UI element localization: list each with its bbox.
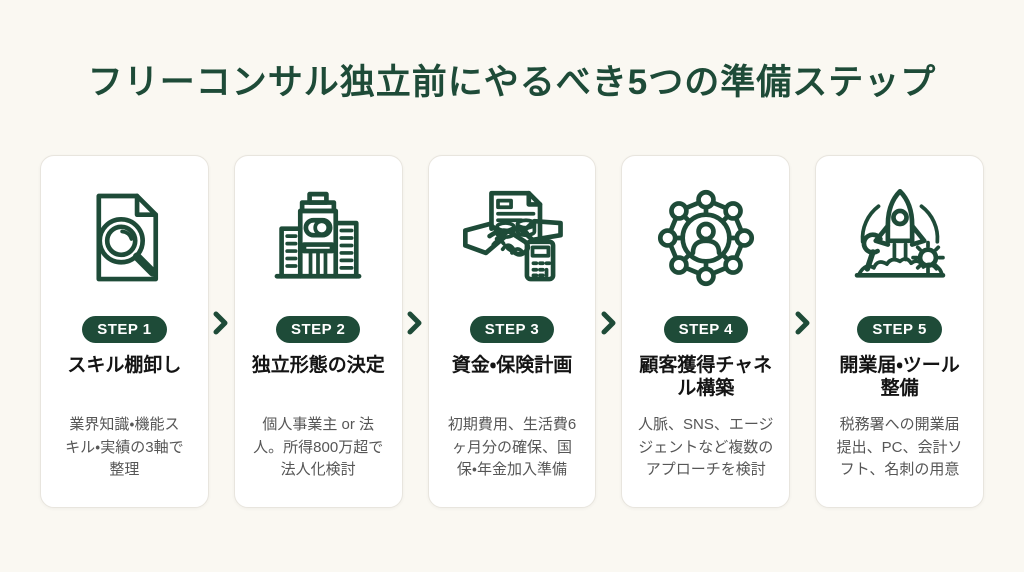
document-magnifier-icon [67, 182, 181, 294]
chevron-right-icon [596, 311, 621, 335]
step-title: 開業届・ツール 整備 [839, 355, 960, 400]
step-badge: STEP 4 [663, 316, 748, 343]
step-title: 顧客獲得チャネ ル構築 [639, 355, 773, 400]
step-card-4: STEP 4 顧客獲得チャネ ル構築 人脈、SNS、エージ ジェントなど複数の … [621, 155, 791, 508]
handshake-finance-icon [455, 182, 569, 294]
chevron-right-icon [209, 311, 234, 335]
chevron-right-icon [790, 311, 815, 335]
step-title: 独立形態の決定 [251, 355, 385, 376]
office-building-icon [261, 182, 375, 294]
step-description: 業界知識・機能ス キル・実績の3軸で 整理 [65, 416, 184, 478]
step-badge: STEP 3 [469, 316, 555, 343]
step-description: 人脈、SNS、エージ ジェントなど複数の アプローチを検討 [638, 416, 774, 478]
step-card-1: STEP 1 スキル棚卸し 業界知識・機能ス キル・実績の3軸で 整理 [40, 155, 209, 508]
step-card-2: STEP 2 独立形態の決定 個人事業主 or 法 人。所得800万超で 法人化… [233, 155, 403, 508]
step-title: 資金・保険計画 [451, 355, 573, 376]
step-card-3: STEP 3 資金・保険計画 初期費用、生活費6 ヶ月分の確保、国 保・年金加入… [427, 155, 597, 508]
step-description: 個人事業主 or 法 人。所得800万超で 法人化検討 [253, 416, 384, 478]
chevron-right-icon [403, 311, 428, 335]
step-description: 税務署への開業届 提出、PC、会計ソ フト、名刺の用意 [836, 416, 963, 478]
step-badge: STEP 5 [857, 316, 942, 343]
step-card-5: STEP 5 開業届・ツール 整備 税務署への開業届 提出、PC、会計ソ フト、… [815, 155, 984, 508]
step-description: 初期費用、生活費6 ヶ月分の確保、国 保・年金加入準備 [447, 416, 577, 478]
rocket-launch-icon [843, 182, 957, 294]
step-title: スキル棚卸し [67, 355, 182, 376]
network-people-icon [649, 182, 763, 294]
step-badge: STEP 1 [82, 316, 167, 343]
step-badge: STEP 2 [275, 316, 361, 343]
page-title: フリーコンサル独立前にやるべき5つの準備ステップ [87, 63, 937, 102]
steps-row: STEP 1 スキル棚卸し 業界知識・機能ス キル・実績の3軸で 整理 [40, 155, 984, 508]
